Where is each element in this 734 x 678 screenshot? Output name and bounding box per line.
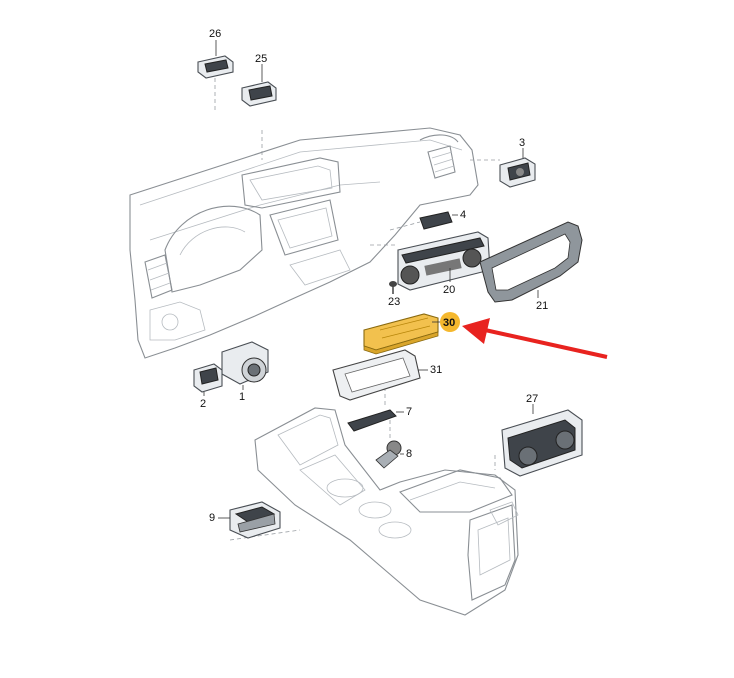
part-25-switch[interactable]: 25 [241,53,277,107]
callout-25: 25 [255,53,267,65]
callout-21: 21 [536,300,548,312]
callout-2: 2 [200,398,206,410]
part-26-switch[interactable]: 26 [197,28,234,79]
part-2-switch[interactable]: 2 [193,363,223,410]
part-30-switch-panel[interactable]: 30 [363,312,460,355]
callout-31: 31 [430,364,442,376]
part-23-screw[interactable]: 23 [388,281,400,308]
part-3-switch[interactable]: 3 [499,137,536,188]
part-20-climate-control[interactable]: 20 [397,231,491,296]
center-console-outline [229,380,519,616]
part-21-trim-frame[interactable]: 21 [479,221,583,312]
part-4-panel[interactable]: 4 [419,209,466,230]
part-31-bezel[interactable]: 31 [332,349,442,401]
callout-30: 30 [443,317,455,329]
pointer-arrow [462,318,608,359]
part-9-switch-block[interactable]: 9 [209,501,281,539]
callout-20: 20 [443,284,455,296]
callout-8: 8 [406,448,412,460]
callout-3: 3 [519,137,525,149]
part-7-strip[interactable]: 7 [347,406,412,432]
callout-27: 27 [526,393,538,405]
dashboard-outline [129,78,500,359]
part-8-socket[interactable]: 8 [375,440,412,469]
callout-26: 26 [209,28,221,40]
callout-4: 4 [460,209,466,221]
part-1-light-switch[interactable]: 1 [221,341,269,403]
callout-23: 23 [388,296,400,308]
part-27-rear-climate-control[interactable]: 27 [501,393,583,477]
callout-30-badge [440,312,460,332]
callout-9: 9 [209,512,215,524]
callout-1: 1 [239,391,245,403]
callout-7: 7 [406,406,412,418]
